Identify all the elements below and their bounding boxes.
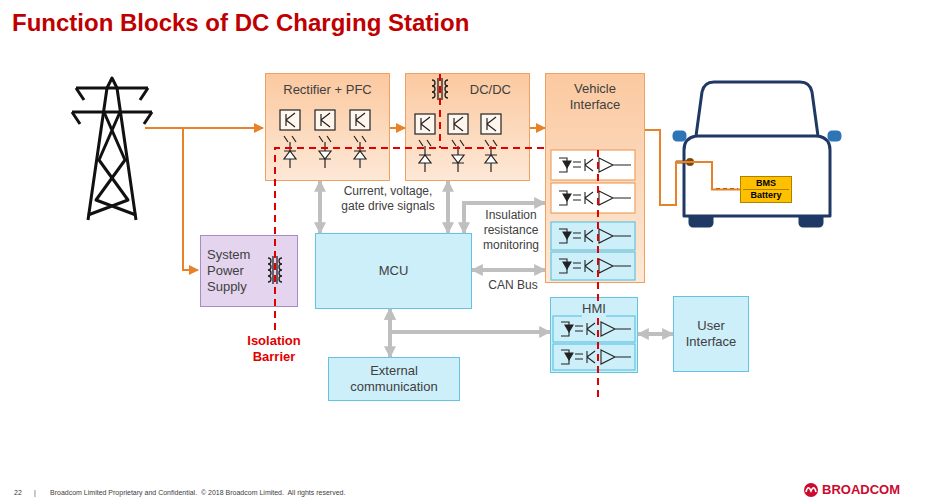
diode-symbol bbox=[452, 155, 464, 163]
gate-signal-mark bbox=[485, 140, 497, 146]
battery-label: Battery bbox=[743, 189, 789, 201]
slide-title: Function Blocks of DC Charging Station bbox=[12, 8, 469, 38]
signal-connector bbox=[318, 181, 322, 233]
transistor-symbol bbox=[280, 110, 300, 130]
signal-label: Current, voltage, gate drive signals bbox=[331, 184, 445, 214]
transistor-symbol bbox=[421, 117, 430, 131]
coil bbox=[268, 258, 271, 282]
gate-signal-mark bbox=[452, 140, 464, 146]
isolation-barrier-label: Isolation Barrier bbox=[236, 333, 312, 365]
footer-separator: | bbox=[34, 488, 36, 497]
optocoupler-symbol bbox=[551, 252, 635, 280]
block-title: HMI bbox=[582, 301, 606, 317]
external-comm-box: External communication bbox=[328, 357, 460, 401]
bms-battery-box: BMSBattery bbox=[740, 176, 792, 203]
transistor-symbol bbox=[448, 114, 468, 134]
coil bbox=[279, 258, 282, 282]
optocoupler-symbol bbox=[551, 183, 635, 213]
power-stage bbox=[415, 114, 501, 172]
transistor-symbol bbox=[487, 117, 496, 131]
user-interface-box: User Interface bbox=[673, 296, 749, 372]
block-title: External communication bbox=[333, 363, 455, 395]
footer-rule bbox=[0, 480, 925, 481]
power-supply-box: System Power Supply bbox=[200, 235, 298, 307]
block-title: System Power Supply bbox=[207, 247, 261, 295]
transistor-symbol bbox=[350, 110, 370, 130]
signal-connector bbox=[472, 268, 545, 272]
transistor-symbol bbox=[286, 113, 295, 127]
gate-signal-mark bbox=[419, 140, 431, 146]
signal-connector bbox=[638, 332, 673, 336]
power-tower bbox=[72, 78, 152, 220]
optocoupler-symbol bbox=[551, 150, 635, 180]
optocoupler-symbol bbox=[551, 222, 635, 250]
power-stage bbox=[280, 110, 370, 168]
gate-signal-mark bbox=[319, 136, 331, 142]
transistor-symbol bbox=[321, 113, 330, 127]
transistor-symbol bbox=[356, 113, 365, 127]
gate-signal-mark bbox=[284, 136, 296, 142]
connector-label: CAN Bus bbox=[482, 278, 544, 293]
transistor-symbol bbox=[315, 110, 335, 130]
diode-symbol bbox=[419, 155, 431, 163]
block-title: MCU bbox=[379, 263, 409, 279]
transformer-symbol bbox=[268, 78, 448, 284]
isolation-barrier-line bbox=[275, 74, 598, 400]
coil bbox=[432, 80, 435, 98]
signal-connector bbox=[390, 309, 550, 332]
footer-note: Broadcom Limited Proprietary and Confide… bbox=[50, 488, 345, 497]
transistor-symbol bbox=[481, 114, 501, 134]
power-connector bbox=[645, 130, 740, 205]
block-title: DC/DC bbox=[470, 82, 511, 98]
diode-symbol bbox=[284, 151, 296, 159]
optocoupler-symbol bbox=[553, 344, 635, 370]
connector-label: Insulation resistance monitoring bbox=[478, 208, 544, 253]
signal-connector bbox=[388, 309, 392, 357]
diode-symbol bbox=[354, 151, 366, 159]
power-connector bbox=[390, 127, 405, 129]
power-connector bbox=[530, 127, 545, 129]
gate-signal-mark bbox=[354, 136, 366, 142]
diode-symbol bbox=[319, 151, 331, 159]
transistor-symbol bbox=[415, 114, 435, 134]
electric-car bbox=[674, 82, 840, 226]
mcu-box: MCU bbox=[315, 233, 472, 309]
block-title: Vehicle Interface bbox=[550, 81, 640, 113]
signal-connector bbox=[446, 181, 450, 233]
coil bbox=[445, 80, 448, 98]
optocoupler-symbol bbox=[553, 316, 635, 342]
company-logo-text: BROADCOM bbox=[822, 482, 900, 498]
block-title: Rectifier + PFC bbox=[283, 82, 372, 98]
transistor-symbol bbox=[454, 117, 463, 131]
broadcom-logo bbox=[804, 483, 818, 497]
page-number: 22 bbox=[14, 488, 22, 497]
battery-label: BMS bbox=[743, 178, 789, 189]
block-title: User Interface bbox=[678, 318, 744, 350]
diode-symbol bbox=[485, 155, 497, 163]
